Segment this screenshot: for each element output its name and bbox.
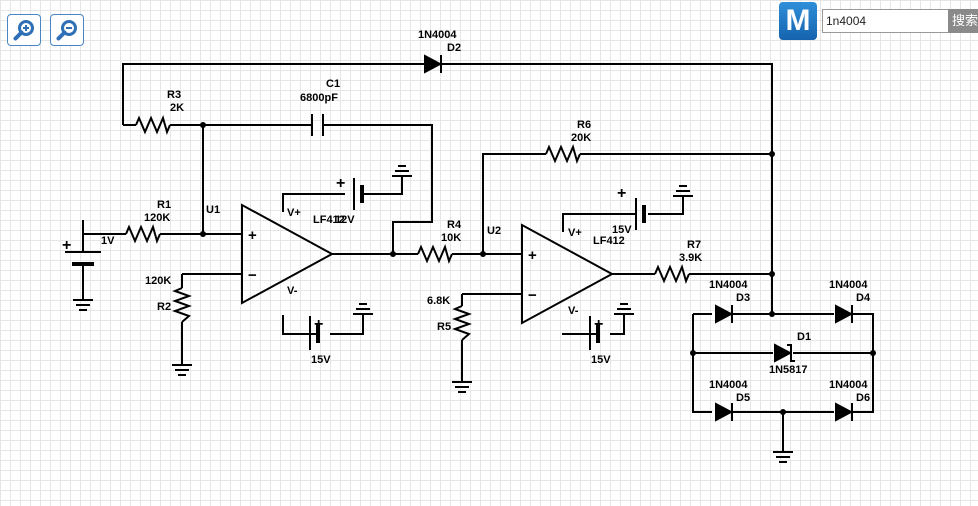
c1-value: 6800pF [300, 92, 338, 104]
r4-value: 10K [441, 232, 461, 244]
r5-label: R5 [437, 321, 451, 333]
u1-vplus: V+ [287, 207, 301, 219]
r1-value: 120K [144, 212, 170, 224]
ground-symbol [353, 303, 373, 315]
d5-part: 1N4004 [709, 379, 748, 391]
ground-symbol [73, 299, 93, 311]
r5-value: 6.8K [427, 295, 450, 307]
diode-d4 [835, 304, 854, 324]
ground-symbol [673, 185, 693, 197]
u1-supply-bottom: 15V [311, 354, 331, 366]
u2-label: U2 [487, 225, 501, 237]
zoom-in-icon [13, 20, 34, 41]
u1-supply-top: 12V [335, 214, 355, 226]
d6-part: 1N4004 [829, 379, 868, 391]
ground-symbol [392, 165, 412, 177]
d4-label: D4 [856, 292, 871, 304]
search-button[interactable]: 搜索 [948, 9, 978, 33]
d3-label: D3 [736, 292, 750, 304]
u1-plus-input: + [248, 227, 257, 244]
d1-label: D1 [797, 331, 811, 343]
u2-vplus: V+ [568, 227, 582, 239]
diode-d2 [424, 54, 443, 74]
r4-label: R4 [447, 219, 462, 231]
brand-logo[interactable]: M [779, 2, 817, 40]
c1-label: C1 [326, 78, 340, 90]
u1-vplus-battery-plus: + [336, 175, 345, 192]
ground-symbol [614, 303, 634, 315]
schottky-diode-d1 [774, 343, 795, 363]
d2-part: 1N4004 [418, 29, 457, 41]
u2-vminus: V- [568, 305, 579, 317]
d6-label: D6 [856, 392, 870, 404]
r3-label: R3 [167, 89, 181, 101]
part-search-input[interactable] [822, 9, 949, 33]
zoom-in-button[interactable] [7, 14, 41, 46]
r7-value: 3.9K [679, 252, 702, 264]
r3-value: 2K [170, 102, 184, 114]
diode-d3 [715, 304, 734, 324]
zoom-out-button[interactable] [50, 14, 84, 46]
zoom-out-icon [56, 20, 77, 41]
u2-supply-bottom: 15V [591, 354, 611, 366]
r1-label: R1 [157, 199, 171, 211]
ground-symbol [773, 451, 793, 463]
d3-part: 1N4004 [709, 279, 748, 291]
d2-label: D2 [447, 42, 461, 54]
u1-minus-input: − [248, 267, 257, 284]
u1-vminus: V- [287, 285, 298, 297]
r6-value: 20K [571, 132, 591, 144]
ground-symbol [172, 364, 192, 376]
u2-vminus-battery-plus: + [594, 316, 603, 333]
u1-label: U1 [206, 204, 220, 216]
u1-vminus-battery-plus: + [314, 316, 323, 333]
source-voltage: 1V [101, 235, 115, 247]
u2-minus-input: − [528, 287, 537, 304]
u2-plus-input: + [528, 247, 537, 264]
u1-part: LF412 [313, 214, 345, 226]
diode-d6 [835, 402, 854, 422]
r7-label: R7 [687, 239, 701, 251]
r6-label: R6 [577, 119, 591, 131]
u2-part: LF412 [593, 235, 625, 247]
r2-value: 120K [145, 275, 171, 287]
source-plus-mark: + [62, 237, 71, 254]
u2-vplus-battery-plus: + [617, 185, 626, 202]
u2-supply-top: 15V [612, 224, 632, 236]
diode-d5 [715, 402, 734, 422]
d5-label: D5 [736, 392, 750, 404]
d1-part: 1N5817 [769, 364, 808, 376]
d4-part: 1N4004 [829, 279, 868, 291]
r2-label: R2 [157, 301, 171, 313]
ground-symbol [452, 381, 472, 393]
